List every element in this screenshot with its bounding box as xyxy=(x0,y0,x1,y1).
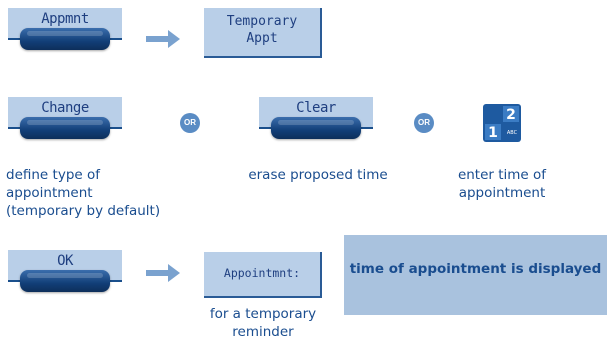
ok-softkey[interactable]: OK xyxy=(8,250,122,316)
caption-line: enter time of xyxy=(457,167,547,183)
display-text: Appointmnt: xyxy=(223,266,301,280)
display-line-1: Temporary xyxy=(226,14,298,29)
caption-line: (temporary by default) xyxy=(6,203,161,219)
change-key-button[interactable] xyxy=(20,117,110,139)
or-badge: OR xyxy=(180,113,200,133)
caption-line: reminder xyxy=(232,324,294,340)
clear-caption: erase proposed time xyxy=(238,166,398,184)
caption-line: for a temporary xyxy=(209,306,317,322)
clear-softkey-label: Clear xyxy=(296,100,336,116)
keypad-letters: ABC xyxy=(507,130,518,136)
right-arrow-icon xyxy=(146,30,180,48)
ok-key-button[interactable] xyxy=(20,270,110,292)
appmnt-key-button[interactable] xyxy=(20,28,110,50)
display-line-2: Appt xyxy=(246,31,278,46)
or-badge: OR xyxy=(414,113,434,133)
ok-caption: for a temporary reminder xyxy=(192,305,334,341)
keypad-digit-2: 2 xyxy=(506,107,516,123)
appmnt-softkey-label: Appmnt xyxy=(41,11,89,27)
info-panel: time of appointment is displayed xyxy=(344,235,607,315)
change-caption: define type of appointment (temporary by… xyxy=(6,166,160,220)
caption-line: appointment xyxy=(6,185,93,201)
change-softkey-label: Change xyxy=(41,100,89,116)
caption-line: erase proposed time xyxy=(248,167,388,183)
right-arrow-icon xyxy=(146,264,180,282)
temporary-appt-display: Temporary Appt xyxy=(204,8,322,58)
change-softkey[interactable]: Change xyxy=(8,97,122,163)
caption-line: define type of xyxy=(6,167,100,183)
appointmnt-display: Appointmnt: xyxy=(204,252,322,298)
info-text: time of appointment is displayed xyxy=(349,261,602,277)
keypad-digit-1: 1 xyxy=(488,125,498,141)
caption-line: appointment xyxy=(458,185,546,201)
keypad-caption: enter time of appointment xyxy=(436,166,568,202)
clear-softkey[interactable]: Clear xyxy=(259,97,373,163)
keypad-icon[interactable]: 1 2 ABC xyxy=(483,104,521,142)
clear-key-button[interactable] xyxy=(271,117,361,139)
appmnt-softkey[interactable]: Appmnt xyxy=(8,8,122,74)
ok-softkey-label: OK xyxy=(57,253,73,269)
